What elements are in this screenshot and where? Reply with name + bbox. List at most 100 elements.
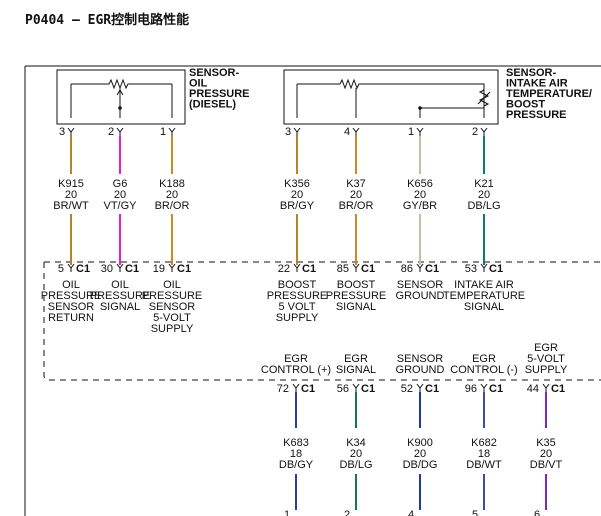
sensor-label-oil: OIL (189, 78, 208, 90)
pin-function-label: SENSOR (397, 279, 444, 291)
connector-fork-icon (67, 263, 75, 272)
pin-function-label: BOOST (278, 279, 317, 291)
connector-fork-icon (352, 383, 360, 392)
wire-circuit-code: K35 (536, 437, 556, 449)
sensor-pin-number: 4 (344, 126, 350, 138)
connector-fork-icon (416, 263, 424, 272)
wire-color-code: DB/WT (466, 459, 502, 471)
wiper-arrow-icon (116, 89, 124, 96)
wire-color-code: GY/BR (403, 200, 437, 212)
connector-pin-number: 85 (337, 263, 349, 275)
connector-fork-icon (168, 263, 176, 272)
connector-id: C1 (76, 263, 90, 275)
page-title: P0404 – EGR控制电路性能 (25, 12, 189, 28)
resistor-icon (297, 78, 485, 118)
pin-function-label: SUPPLY (151, 323, 194, 335)
end-pin-number: 6 (534, 509, 540, 516)
sensor-label-boost: BOOST (506, 99, 545, 111)
sensor-pin-number: 2 (108, 126, 114, 138)
connector-id: C1 (302, 263, 316, 275)
pin-function-label: SUPPLY (525, 364, 568, 376)
wire-circuit-code: K188 (159, 178, 185, 190)
wire-color-code: BR/OR (339, 200, 374, 212)
wire-circuit-code: K682 (471, 437, 497, 449)
pin-function-label: PRESSURE (267, 290, 328, 302)
wire-gauge: 18 (478, 448, 490, 460)
wire-color-code: DB/DG (403, 459, 438, 471)
sensor-label-boost: PRESSURE (506, 109, 567, 121)
connector-fork-icon (542, 383, 550, 392)
connector-pin-number: 52 (401, 383, 413, 395)
pin-function-label: SENSOR (149, 301, 196, 313)
connector-fork-icon (116, 127, 124, 136)
pin-function-label: PRESSURE (142, 290, 203, 302)
pin-function-label: TEMPERATURE (443, 290, 525, 302)
wire-circuit-code: K34 (346, 437, 366, 449)
pin-function-label: OIL (111, 279, 129, 291)
sensor-pin-number: 1 (408, 126, 414, 138)
pin-function-label: SIGNAL (336, 301, 376, 313)
pin-function-label: CONTROL (+) (261, 364, 331, 376)
end-pin-number: 5 (472, 509, 478, 516)
wire-circuit-code: K915 (58, 178, 84, 190)
connector-pin-number: 72 (277, 383, 289, 395)
connector-pin-number: 5 (58, 263, 64, 275)
wire-circuit-code: K21 (474, 178, 494, 190)
connector-pin-number: 53 (465, 263, 477, 275)
connector-id: C1 (361, 263, 375, 275)
connector-pin-number: 22 (278, 263, 290, 275)
pin-function-label: GROUND (396, 290, 445, 302)
pin-function-label: SENSOR (48, 301, 95, 313)
connector-fork-icon (292, 383, 300, 392)
connector-id: C1 (551, 383, 565, 395)
pin-function-label: CONTROL (-) (450, 364, 517, 376)
sensor-pin-number: 3 (285, 126, 291, 138)
wire-circuit-code: K356 (284, 178, 310, 190)
connector-fork-icon (293, 263, 301, 272)
pin-function-label: SIGNAL (336, 364, 376, 376)
sensor-pin-number: 1 (160, 126, 166, 138)
connector-pin-number: 96 (465, 383, 477, 395)
connector-id: C1 (361, 383, 375, 395)
wire-circuit-code: K656 (407, 178, 433, 190)
connector-id: C1 (125, 263, 139, 275)
connector-fork-icon (116, 263, 124, 272)
connector-fork-icon (293, 127, 301, 136)
wire-color-code: VT/GY (103, 200, 137, 212)
pin-function-label: OIL (163, 279, 181, 291)
pin-function-label: SIGNAL (100, 301, 140, 313)
wire-color-code: BR/WT (53, 200, 89, 212)
wire-color-code: DB/GY (279, 459, 314, 471)
pin-function-label: OIL (62, 279, 80, 291)
sensor-pin-number: 3 (59, 126, 65, 138)
connector-fork-icon (416, 383, 424, 392)
connector-id: C1 (425, 263, 439, 275)
sensor-label-boost: TEMPERATURE/ (506, 88, 592, 100)
pin-function-label: RETURN (48, 312, 94, 324)
wire-gauge: 20 (350, 189, 362, 201)
sensor-pin-number: 2 (472, 126, 478, 138)
wire-circuit-code: K37 (346, 178, 366, 190)
end-pin-number: 2 (344, 509, 350, 516)
end-pin-number: 1 (284, 509, 290, 516)
connector-pin-number: 56 (337, 383, 349, 395)
wire-color-code: DB/LG (467, 200, 500, 212)
pin-function-label: EGR (472, 353, 496, 365)
connector-id: C1 (489, 383, 503, 395)
wire-color-code: BR/OR (155, 200, 190, 212)
wire-circuit-code: K900 (407, 437, 433, 449)
sensor-label-boost: SENSOR- (506, 67, 556, 79)
resistor-icon (71, 78, 172, 90)
sensor-label-oil: (DIESEL) (189, 99, 236, 111)
connector-id: C1 (177, 263, 191, 275)
sensor-label-oil: PRESSURE (189, 88, 250, 100)
connector-pin-number: 30 (101, 263, 113, 275)
connector-id: C1 (301, 383, 315, 395)
pin-function-label: SENSOR (397, 353, 444, 365)
pin-function-label: EGR (284, 353, 308, 365)
connector-id: C1 (489, 263, 503, 275)
connector-fork-icon (416, 127, 424, 136)
pin-function-label: PRESSURE (90, 290, 151, 302)
wire-gauge: 20 (540, 448, 552, 460)
